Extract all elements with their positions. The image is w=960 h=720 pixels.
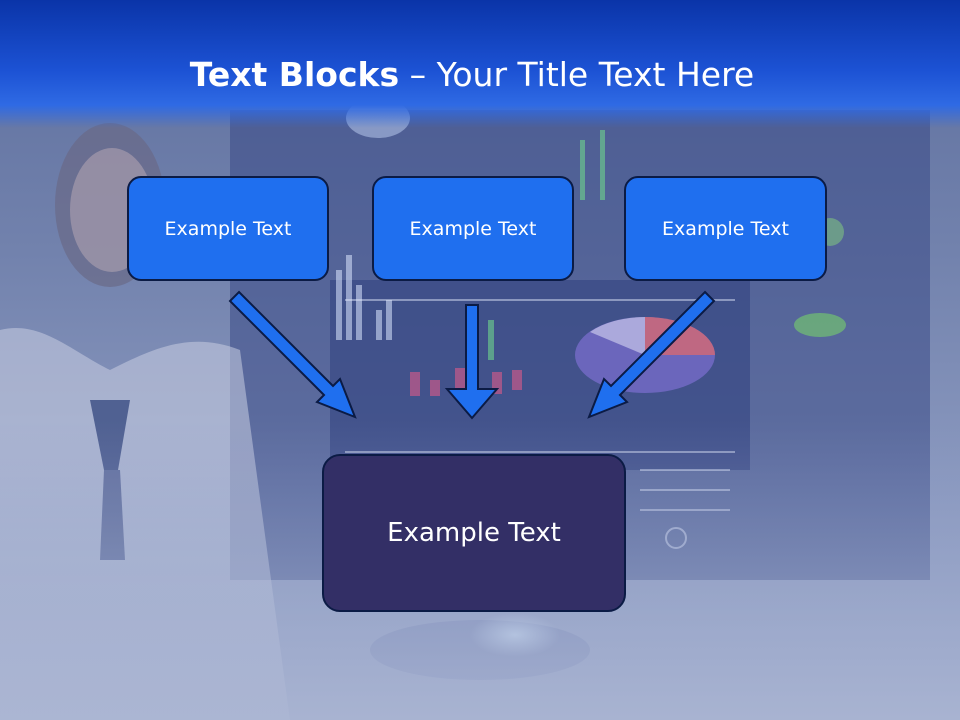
title-bold: Text Blocks (189, 55, 400, 94)
title-bar (0, 0, 960, 128)
text-box-center: Example Text (322, 454, 626, 612)
text-box-top-middle: Example Text (372, 176, 574, 281)
text-box-center-label: Example Text (387, 518, 561, 548)
arrow-left (228, 290, 357, 419)
title-rest: Your Title Text Here (436, 55, 755, 94)
text-box-top-right-label: Example Text (662, 217, 789, 240)
arrow-middle (444, 304, 500, 420)
text-box-top-left: Example Text (127, 176, 329, 281)
slide-title: Text Blocks – Your Title Text Here (0, 55, 944, 95)
text-box-top-middle-label: Example Text (409, 217, 537, 240)
text-box-top-left-label: Example Text (164, 217, 292, 240)
arrow-right (587, 290, 716, 419)
text-box-top-right: Example Text (624, 176, 827, 281)
title-dash: – (399, 55, 437, 94)
